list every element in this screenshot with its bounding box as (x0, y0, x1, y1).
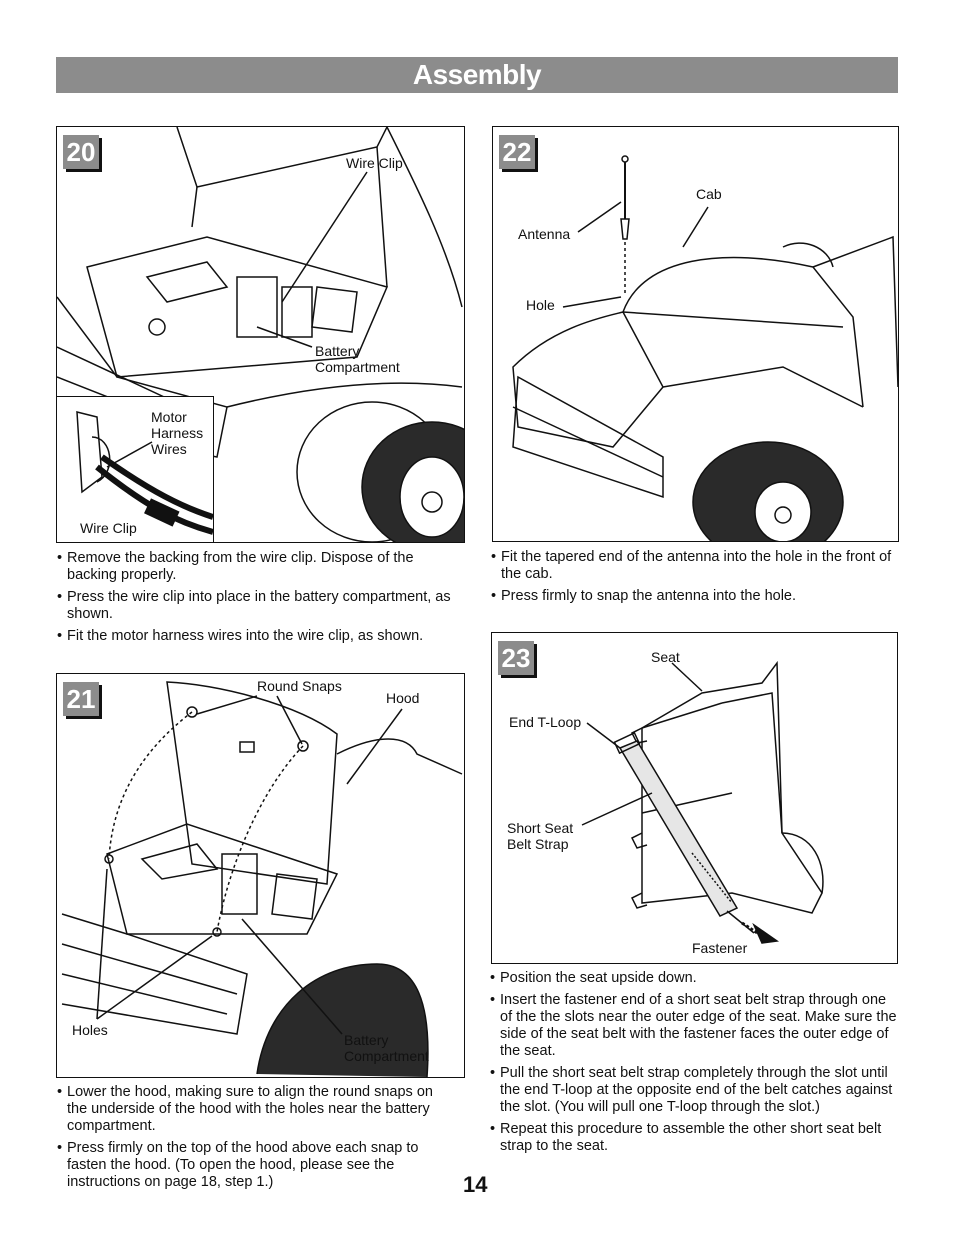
step-number-badge: 23 (498, 641, 534, 675)
wire-clip-inset-label: Wire Clip (80, 520, 137, 536)
battery-compartment-label: Battery Compartment (344, 1032, 429, 1064)
step-21-instructions: Lower the hood, making sure to align the… (57, 1084, 457, 1196)
cab-label: Cab (696, 186, 722, 202)
step-number-badge: 20 (63, 135, 99, 169)
wire-clip-detail-inset: Motor Harness Wires Wire Clip (57, 396, 214, 542)
step-20-illustration: 20 Wire Clip Battery Compartment Motor H… (56, 126, 465, 543)
instruction-item: Insert the fastener end of a short seat … (490, 992, 898, 1060)
instruction-item: Fit the tapered end of the antenna into … (491, 549, 896, 583)
instruction-item: Fit the motor harness wires into the wir… (57, 628, 467, 645)
page-number: 14 (463, 1172, 488, 1197)
instruction-item: Press firmly to snap the antenna into th… (491, 588, 896, 605)
instruction-item: Position the seat upside down. (490, 970, 898, 987)
instruction-item: Lower the hood, making sure to align the… (57, 1084, 457, 1135)
end-t-loop-label: End T-Loop (509, 714, 582, 730)
wire-clip-detail-drawing (76, 411, 213, 535)
step-number-badge: 22 (499, 135, 535, 169)
hole-label: Hole (526, 297, 555, 313)
hood-label: Hood (386, 690, 420, 706)
step-22-instructions: Fit the tapered end of the antenna into … (491, 549, 896, 610)
instruction-item: Remove the backing from the wire clip. D… (57, 550, 467, 584)
wire-clip-label: Wire Clip (346, 155, 403, 171)
step-23-illustration: 23 Seat End T-Loop Short Seat Belt Strap… (491, 632, 898, 964)
step-number-badge: 21 (63, 682, 99, 716)
seat-belt-strap-drawing (581, 660, 824, 944)
short-seat-belt-strap-label: Short Seat Belt Strap (507, 820, 574, 852)
page-title: Assembly (56, 57, 898, 93)
holes-label: Holes (72, 1022, 108, 1038)
step-20-instructions: Remove the backing from the wire clip. D… (57, 550, 467, 650)
truck-hood-closing-drawing (61, 681, 463, 1077)
truck-antenna-drawing (512, 155, 898, 541)
fastener-label: Fastener (692, 940, 748, 956)
instruction-item: Press firmly on the top of the hood abov… (57, 1140, 457, 1191)
instruction-item: Press the wire clip into place in the ba… (57, 589, 467, 623)
step-21-illustration: 21 Round Snaps Hood Holes Battery Compar… (56, 673, 465, 1078)
step-23-instructions: Position the seat upside down. Insert th… (490, 970, 898, 1160)
motor-harness-wires-label: Motor Harness Wires (151, 409, 204, 457)
instruction-item: Repeat this procedure to assemble the ot… (490, 1121, 898, 1155)
battery-compartment-label: Battery Compartment (315, 343, 400, 375)
step-22-illustration: 22 Cab Antenna Hole (492, 126, 899, 542)
round-snaps-label: Round Snaps (257, 678, 342, 694)
seat-label: Seat (651, 649, 680, 665)
instruction-item: Pull the short seat belt strap completel… (490, 1065, 898, 1116)
antenna-label: Antenna (518, 226, 571, 242)
